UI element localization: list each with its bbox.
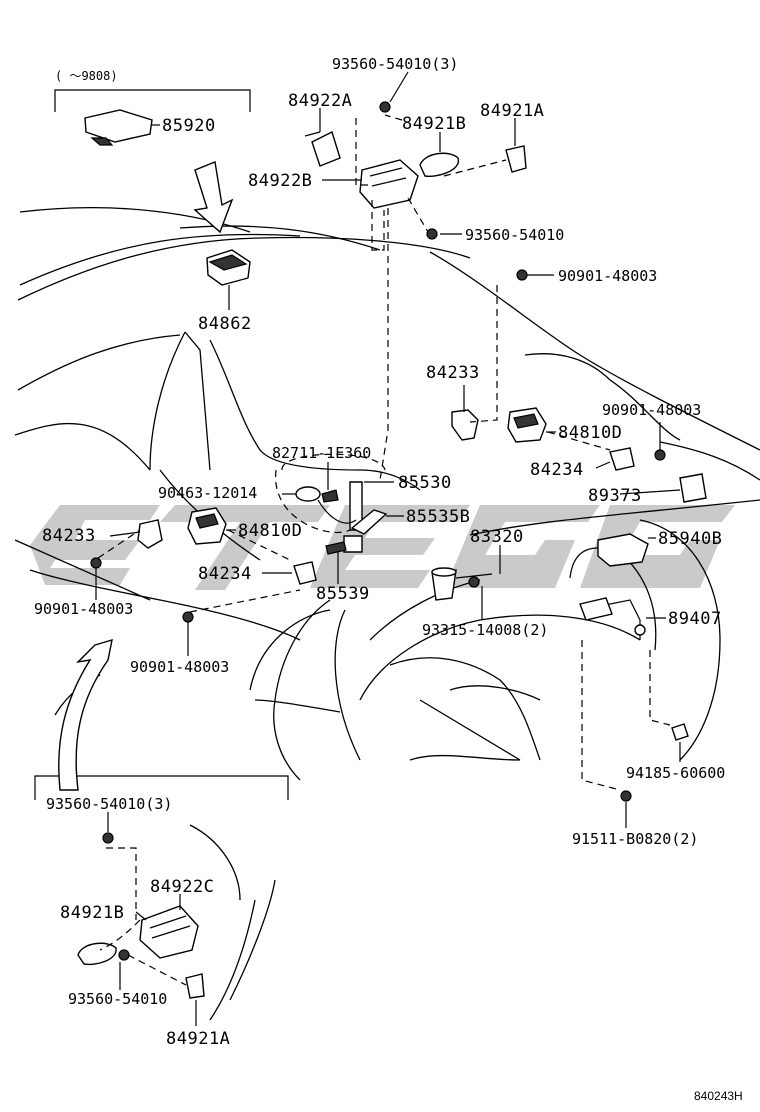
label-90901-48003-b: 90901-48003 [602,401,701,419]
part-84233-right-icon [451,409,479,441]
variant-note: ( ～9808) [55,69,118,83]
label-93560-54010-3-bottom: 93560-54010(3) [46,795,172,813]
part-89407-icon [579,597,646,640]
part-84234-left-icon [293,561,317,585]
label-85539: 85539 [316,584,370,604]
part-84810D-left-icon [187,507,227,545]
arrow-down-icon [193,161,234,234]
label-84810D-right: 84810D [558,423,622,443]
part-90463-12014-icon [295,486,339,503]
label-85535B: 85535B [406,507,470,527]
label-84922B: 84922B [248,171,312,191]
part-85920-icon [84,109,153,146]
connector-lines [97,114,671,986]
label-91511-B0820-2: 91511-B0820(2) [572,830,698,848]
label-84922C: 84922C [150,877,214,897]
label-84233-left: 84233 [42,526,96,546]
label-89407: 89407 [668,609,722,629]
part-84810D-right-icon [507,407,547,443]
part-84922B-icon [359,159,419,209]
label-82711-1E360: 82711-1E360 [272,444,371,462]
part-89373-icon [679,473,707,503]
label-83320: 83320 [470,527,524,547]
label-84810D-left: 84810D [238,521,302,541]
part-85539-icon [325,541,347,555]
label-90901-48003-d: 90901-48003 [130,658,229,676]
label-90901-48003-c: 90901-48003 [34,600,133,618]
label-84922A: 84922A [288,91,352,111]
part-84921A-top-icon [505,145,527,173]
label-84862: 84862 [198,314,252,334]
inset-bracket-bottom [34,775,289,800]
arrow-up-icon [58,639,113,791]
watermark-logo [30,505,735,590]
part-84922C-icon [139,905,199,959]
part-94185-60600-icon [671,723,689,741]
label-89373: 89373 [588,486,642,506]
part-84234-right-icon [609,447,635,471]
label-85920: 85920 [162,116,216,136]
part-83320-icon [431,567,493,601]
label-90463-12014: 90463-12014 [158,484,257,502]
part-84922A-icon [304,131,341,167]
part-84921A-bottom-icon [185,973,205,999]
label-85530: 85530 [398,473,452,493]
variant-bracket-top: ( ～9808) [54,69,251,112]
screw-icon [90,101,666,961]
label-84234-left: 84234 [198,564,252,584]
figure-id: 840243H [694,1089,743,1103]
label-84233-right: 84233 [426,363,480,383]
leader-lines [95,71,681,1026]
vehicle-outline [14,207,760,1021]
label-84921B-bottom: 84921B [60,903,124,923]
part-85535B-icon [343,509,388,553]
part-84921B-bottom-icon [77,942,117,966]
label-85940B: 85940B [658,529,722,549]
label-84921A-bottom: 84921A [166,1029,230,1049]
label-84921B-top: 84921B [402,114,466,134]
part-85940B-icon [569,533,649,579]
part-84921B-top-icon [419,152,459,177]
label-93560-54010-top: 93560-54010 [465,226,564,244]
label-84234-right: 84234 [530,460,584,480]
part-labels: 85920 84862 93560-54010(3) 84922A 84921B… [34,55,743,1103]
label-93315-14008-2: 93315-14008(2) [422,621,548,639]
part-84862-icon [206,249,251,286]
label-94185-60600: 94185-60600 [626,764,725,782]
label-90901-48003-a: 90901-48003 [558,267,657,285]
label-93560-54010-bottom: 93560-54010 [68,990,167,1008]
label-84921A-top: 84921A [480,101,544,121]
part-84233-left-icon [137,519,163,549]
label-93560-54010-3-top: 93560-54010(3) [332,55,458,73]
